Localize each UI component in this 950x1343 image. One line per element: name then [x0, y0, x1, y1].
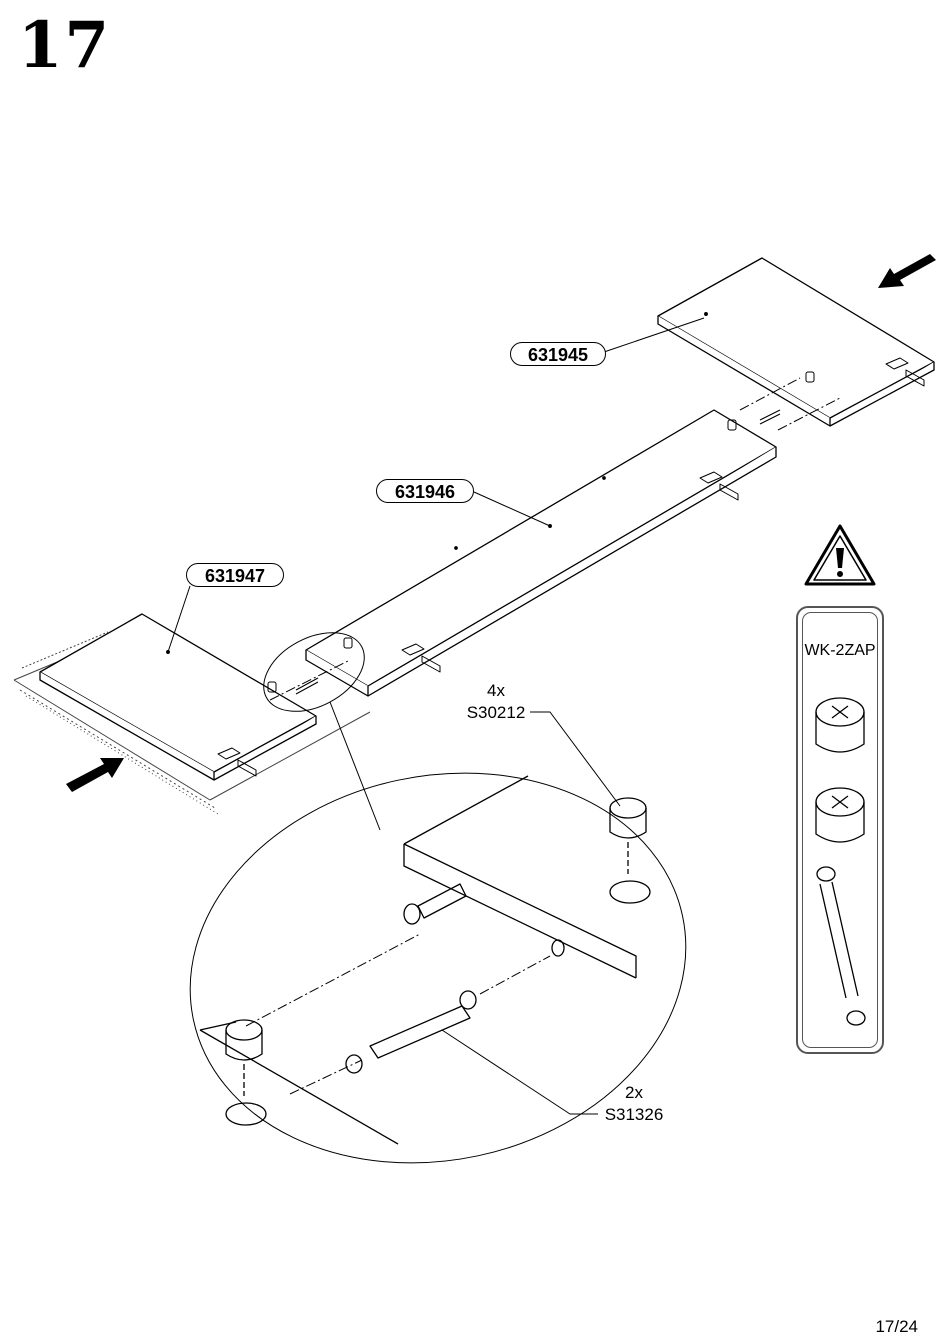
kit-box-frame: [802, 612, 878, 1048]
detail-cam-lock-right: [610, 798, 650, 903]
detail-connector-bolt: [246, 934, 550, 1094]
panel-631947: [40, 614, 316, 780]
detail-callout-large: [154, 728, 723, 1208]
warning-icon: [806, 526, 874, 584]
detail-cam-lock-left: [226, 1020, 266, 1125]
detail-panel: [200, 776, 636, 1144]
hardware-code: S30212: [456, 702, 536, 724]
page-number: 17/24: [875, 1317, 918, 1337]
part-label-631946: 631946: [376, 479, 474, 503]
push-arrow-left: [66, 758, 124, 792]
hardware-s31326-label: 2x S31326: [594, 1082, 674, 1126]
kit-label: WK-2ZAP: [798, 642, 882, 660]
detail-dowel: [404, 884, 466, 924]
hardware-qty: 2x: [594, 1082, 674, 1104]
hardware-kit-box: WK-2ZAP: [796, 606, 884, 1054]
part-label-631947: 631947: [186, 563, 284, 587]
hardware-code: S31326: [594, 1104, 674, 1126]
push-arrow-right: [878, 254, 936, 288]
hardware-qty: 4x: [456, 680, 536, 702]
panel-631946: [306, 410, 776, 696]
callout-leader: [330, 702, 380, 830]
hardware-s30212-label: 4x S30212: [456, 680, 536, 724]
part-label-631945: 631945: [510, 342, 606, 366]
